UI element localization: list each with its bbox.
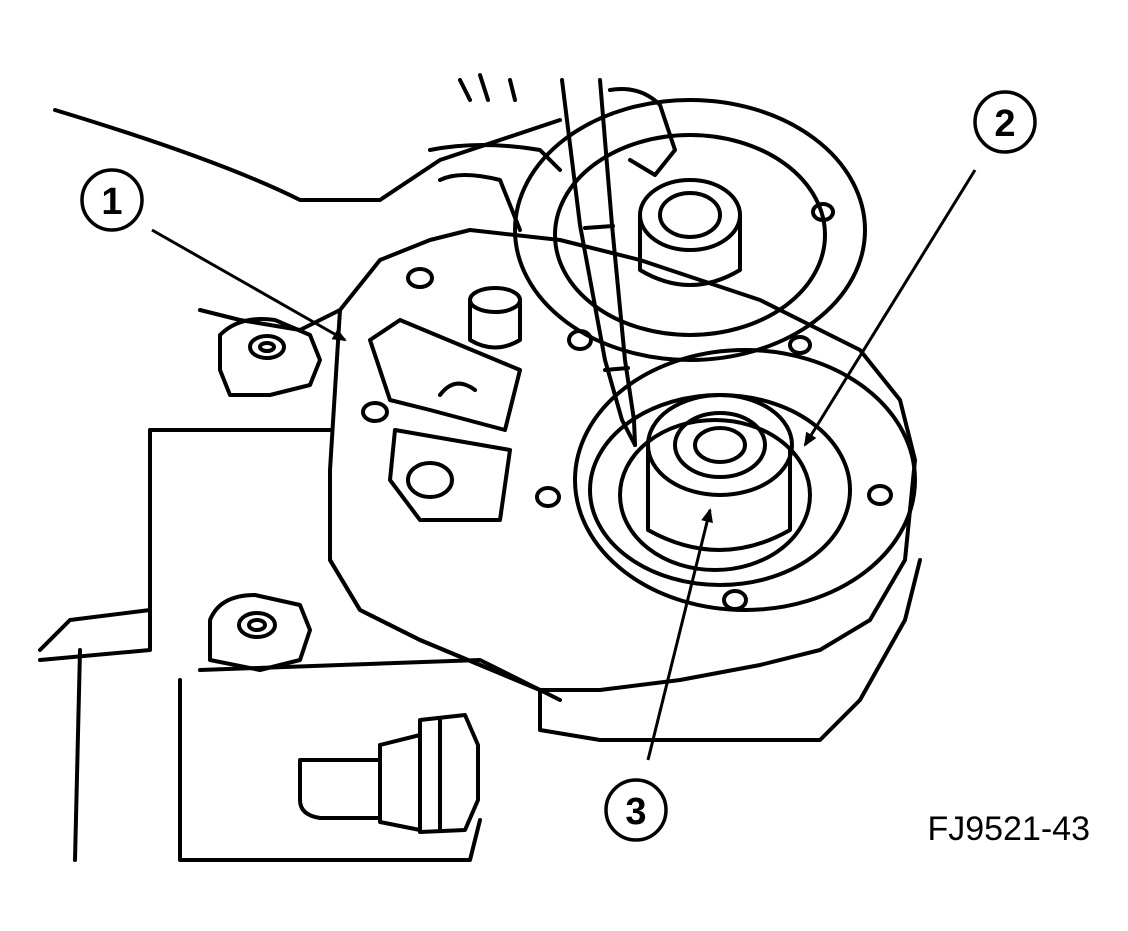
lower-bearing-cavity <box>535 348 917 612</box>
line-art <box>38 73 922 862</box>
callout-2: 2 <box>973 90 1037 154</box>
figure-id: FJ9521-43 <box>927 810 1090 848</box>
callout-2-label: 2 <box>994 103 1015 145</box>
callout-1-label: 1 <box>101 181 122 223</box>
case-housing <box>38 228 922 862</box>
upper-mounting-ear <box>218 317 322 397</box>
leader-line-2 <box>803 169 977 447</box>
pick-tool <box>560 78 637 447</box>
leader-lines <box>151 169 977 761</box>
drain-fitting <box>298 713 480 834</box>
upper-bearing-cavity <box>513 98 867 362</box>
plate-details <box>361 267 593 522</box>
hands <box>53 73 677 232</box>
leader-line-3 <box>646 508 713 761</box>
lower-mounting-ear <box>208 593 312 672</box>
callout-3: 3 <box>604 778 668 842</box>
callout-1: 1 <box>80 168 144 232</box>
leader-line-1 <box>151 228 347 342</box>
callout-3-label: 3 <box>625 791 646 833</box>
